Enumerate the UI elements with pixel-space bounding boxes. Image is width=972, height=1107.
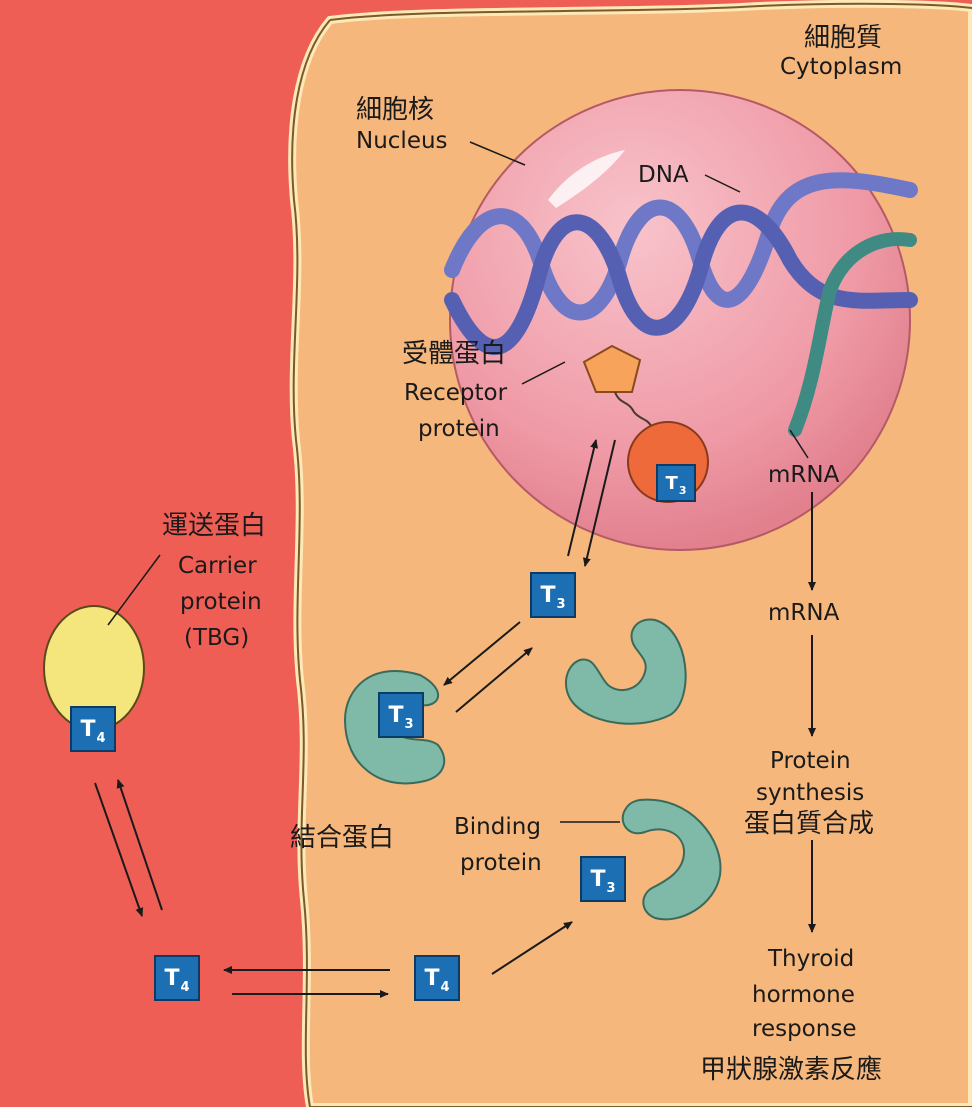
protein-synthesis-label-1: Protein [770, 748, 851, 774]
binding-label-en-2: protein [460, 850, 542, 876]
response-label-zh: 甲狀腺激素反應 [700, 1056, 882, 1086]
nucleus-label-en: Nucleus [356, 128, 448, 154]
nucleus-label-zh: 細胞核 [356, 96, 434, 126]
dna-label: DNA [638, 162, 689, 188]
binding-label-en-1: Binding [454, 814, 541, 840]
protein-synthesis-label-zh: 蛋白質合成 [744, 810, 874, 840]
binding-label-zh: 結合蛋白 [290, 824, 394, 854]
cytoplasm-label-zh: 細胞質 [804, 24, 882, 54]
mrna-label-2: mRNA [768, 600, 839, 626]
carrier-label-en-3: (TBG) [184, 625, 249, 651]
response-label-1: Thyroid [768, 946, 854, 972]
carrier-label-en-2: protein [180, 589, 262, 615]
response-label-3: response [752, 1016, 856, 1042]
cytoplasm-label-en: Cytoplasm [780, 54, 902, 80]
carrier-label-zh: 運送蛋白 [162, 512, 266, 542]
carrier-label-en-1: Carrier [178, 553, 257, 579]
response-label-2: hormone [752, 982, 855, 1008]
protein-synthesis-label-2: synthesis [756, 780, 864, 806]
mrna-label-1: mRNA [768, 462, 839, 488]
receptor-label-zh: 受體蛋白 [402, 340, 506, 370]
receptor-label-en-2: protein [418, 416, 500, 442]
receptor-label-en-1: Receptor [404, 380, 507, 406]
